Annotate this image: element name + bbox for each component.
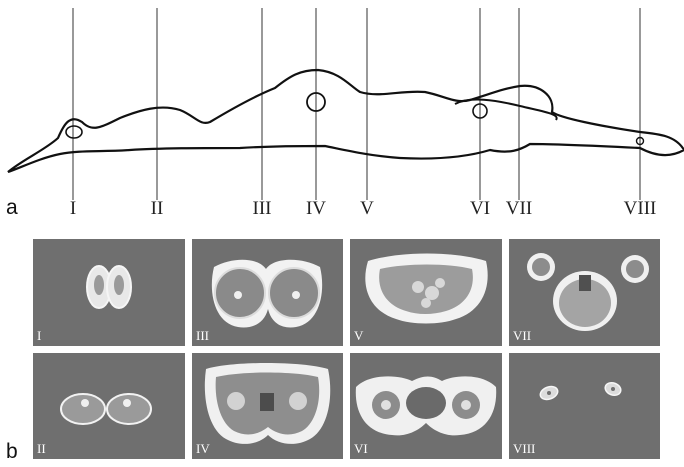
mri-tile-II: II xyxy=(33,353,185,459)
mri-tile-I: I xyxy=(33,239,185,346)
section-label-III: III xyxy=(253,198,272,220)
tile-label-II: II xyxy=(37,441,46,457)
tile-label-III: III xyxy=(196,328,209,344)
body-outline-diagram xyxy=(0,0,684,240)
mri-image-I xyxy=(33,239,185,346)
section-label-V: V xyxy=(360,198,374,220)
mri-tile-V: V xyxy=(350,239,502,346)
mri-tile-VII: VII xyxy=(509,239,660,346)
panel-b-letter: b xyxy=(6,440,18,464)
tile-label-IV: IV xyxy=(196,441,210,457)
mri-image-II xyxy=(33,353,185,459)
section-label-IV: IV xyxy=(306,198,326,220)
mri-tile-IV: IV xyxy=(192,353,343,459)
tile-label-V: V xyxy=(354,328,363,344)
mri-tile-VIII: VIII xyxy=(509,353,660,459)
mri-tile-VI: VI xyxy=(350,353,502,459)
mri-image-V xyxy=(350,239,502,346)
marker-circle-I xyxy=(66,126,82,138)
tile-label-VIII: VIII xyxy=(513,441,535,457)
section-label-VII: VII xyxy=(506,198,532,220)
tile-label-VI: VI xyxy=(354,441,368,457)
mri-image-VI xyxy=(350,353,502,459)
mri-tile-III: III xyxy=(192,239,343,346)
tile-label-VII: VII xyxy=(513,328,531,344)
mri-image-III xyxy=(192,239,343,346)
body-silhouette xyxy=(8,70,684,172)
section-label-VIII: VIII xyxy=(624,198,657,220)
panel-a-letter: a xyxy=(6,196,18,220)
tile-label-I: I xyxy=(37,328,41,344)
mri-image-IV xyxy=(192,353,343,459)
arm-outline xyxy=(455,100,557,120)
section-label-VI: VI xyxy=(470,198,490,220)
section-label-I: I xyxy=(70,198,76,220)
section-label-II: II xyxy=(151,198,164,220)
mri-image-VII xyxy=(509,239,660,346)
